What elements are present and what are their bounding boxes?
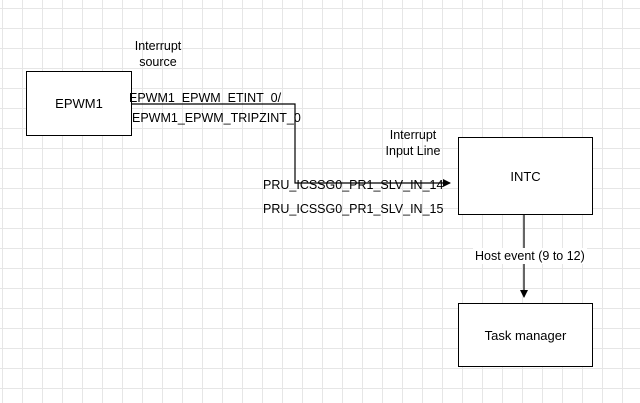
task-manager-block[interactable]: Task manager (458, 303, 593, 367)
epwm1-block-label: EPWM1 (55, 96, 103, 111)
pru-in-15-label: PRU_ICSSG0_PR1_SLV_IN_15 (263, 202, 444, 216)
interrupt-input-line-label: Interrupt Input Line (380, 127, 446, 159)
task-manager-block-label: Task manager (484, 327, 567, 343)
pru-in-14-label: PRU_ICSSG0_PR1_SLV_IN_14 (263, 178, 444, 192)
intc-block[interactable]: INTC (458, 137, 593, 215)
epwm-to-intc-connector (131, 103, 451, 187)
epwm1-block[interactable]: EPWM1 (26, 71, 132, 136)
interrupt-source-line-1: Interrupt (134, 39, 182, 53)
interrupt-input-line-line-2: Input Line (385, 144, 441, 158)
signal-tripzint-label: EPWM1_EPWM_TRIPZINT_0 (132, 111, 301, 125)
signal-etint-label: EPWM1_EPWM_ETINT_0/ (129, 91, 282, 105)
host-event-label: Host event (9 to 12) (473, 248, 587, 264)
intc-block-label: INTC (510, 168, 541, 184)
interrupt-source-label: Interrupt source (126, 38, 190, 70)
interrupt-input-line-line-1: Interrupt (389, 128, 437, 142)
interrupt-source-line-2: source (139, 55, 177, 69)
